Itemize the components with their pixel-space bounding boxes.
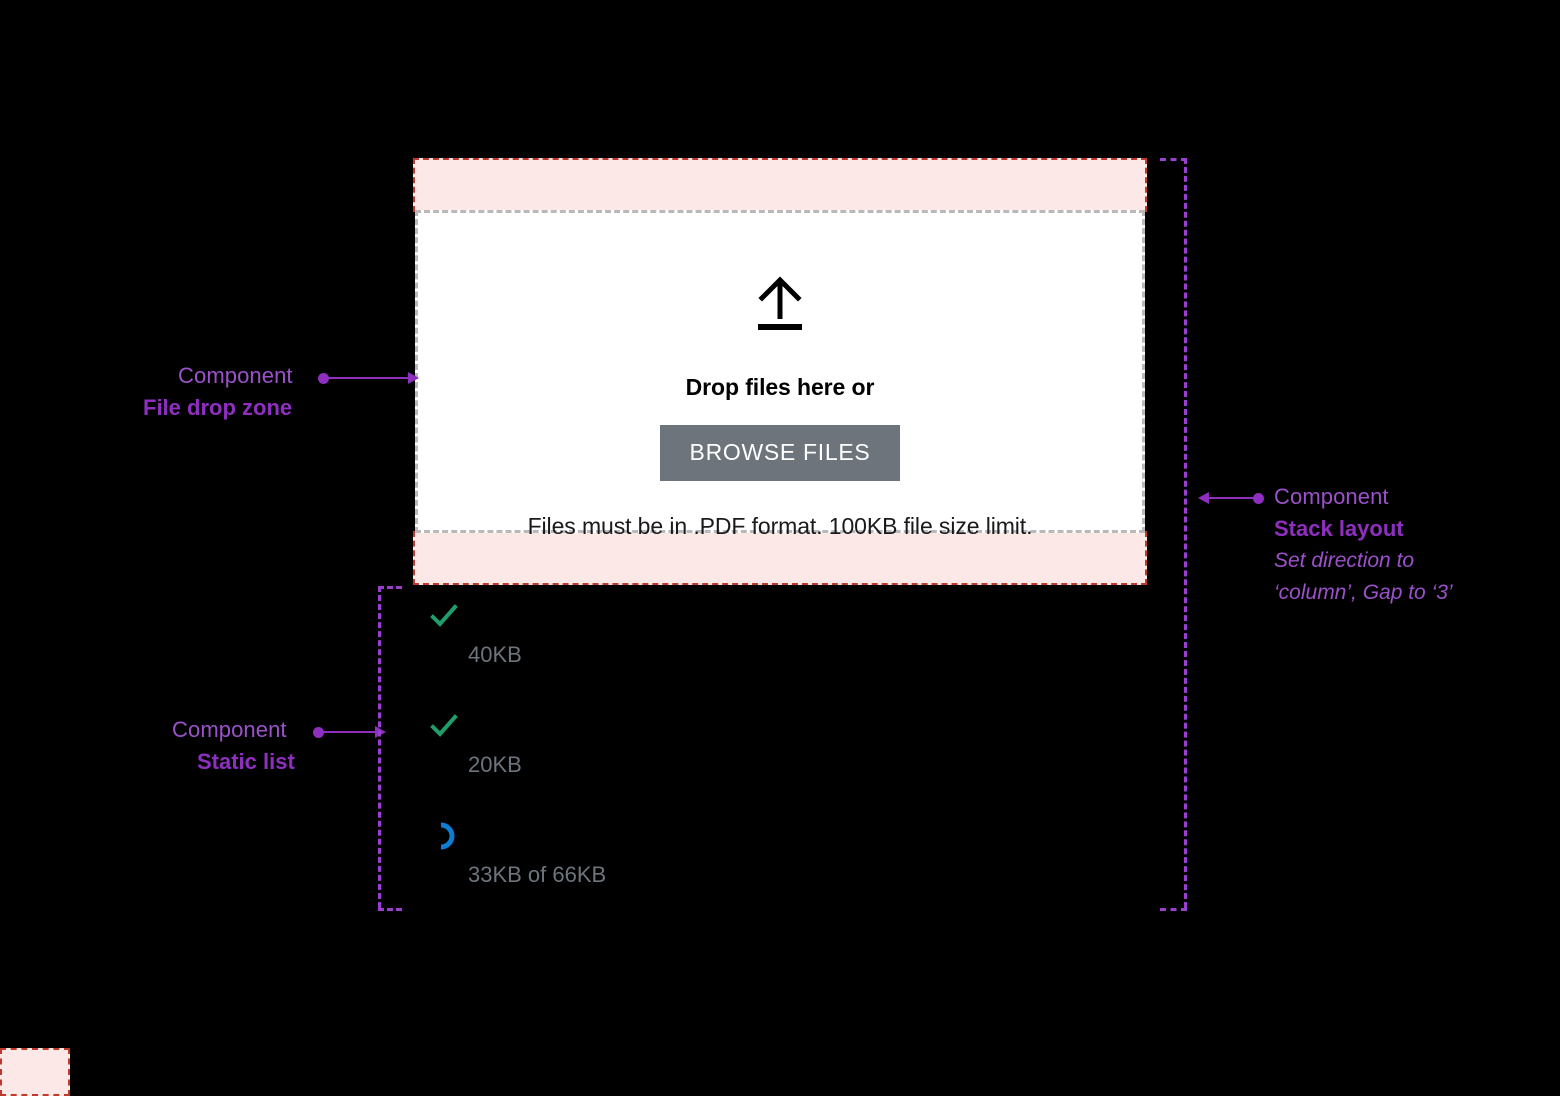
stack-layout-container: Drop files here or BROWSE FILES Files mu… [413,158,1147,585]
check-icon [428,710,460,742]
leader-line-static-list [313,723,386,738]
file-size-label: 20KB [468,752,522,777]
drop-zone-title: Drop files here or [685,374,875,400]
padding-band-top [413,158,1147,212]
leader-line-stack-layout [1198,489,1266,504]
spinner-icon [428,820,460,852]
annotation-kicker-static-list: Component [172,717,287,742]
bracket-stack-layout-top [1160,158,1187,161]
file-progress-label: 33KB of 66KB [468,862,607,887]
static-file-list: 40KB 20KB 33KB of 66KB [428,600,1128,930]
annotation-kicker-stack-layout: Component [1274,484,1389,509]
list-item[interactable]: 40KB [428,600,1128,710]
annotation-note-stack-layout-line2: ‘column’, Gap to ‘3’ [1274,581,1453,604]
annotation-kicker-file-drop-zone: Component [178,363,293,388]
browse-files-button[interactable]: BROWSE FILES [659,425,901,481]
bracket-static-list-bottom [378,908,402,911]
annotation-note-stack-layout-line1: Set direction to [1274,549,1415,572]
leader-line-file-drop-zone [318,369,420,384]
annotation-name-file-drop-zone: File drop zone [143,395,293,420]
drop-zone-hint: Files must be in .PDF format. 100KB file… [527,513,1033,539]
bracket-static-list-vertical [378,586,381,908]
file-drop-zone[interactable]: Drop files here or BROWSE FILES Files mu… [415,210,1145,539]
bracket-stack-layout-bottom [1160,908,1187,911]
file-size-label: 40KB [468,642,522,667]
check-icon [428,600,460,632]
padding-legend-swatch [0,1048,70,1096]
bracket-static-list-top [378,586,402,589]
annotation-name-static-list: Static list [197,749,295,774]
annotation-name-stack-layout: Stack layout [1274,516,1404,541]
list-item[interactable]: 33KB of 66KB [428,820,1128,930]
upload-arrow-icon [749,275,811,340]
bracket-stack-layout-vertical [1184,158,1187,908]
list-item[interactable]: 20KB [428,710,1128,820]
